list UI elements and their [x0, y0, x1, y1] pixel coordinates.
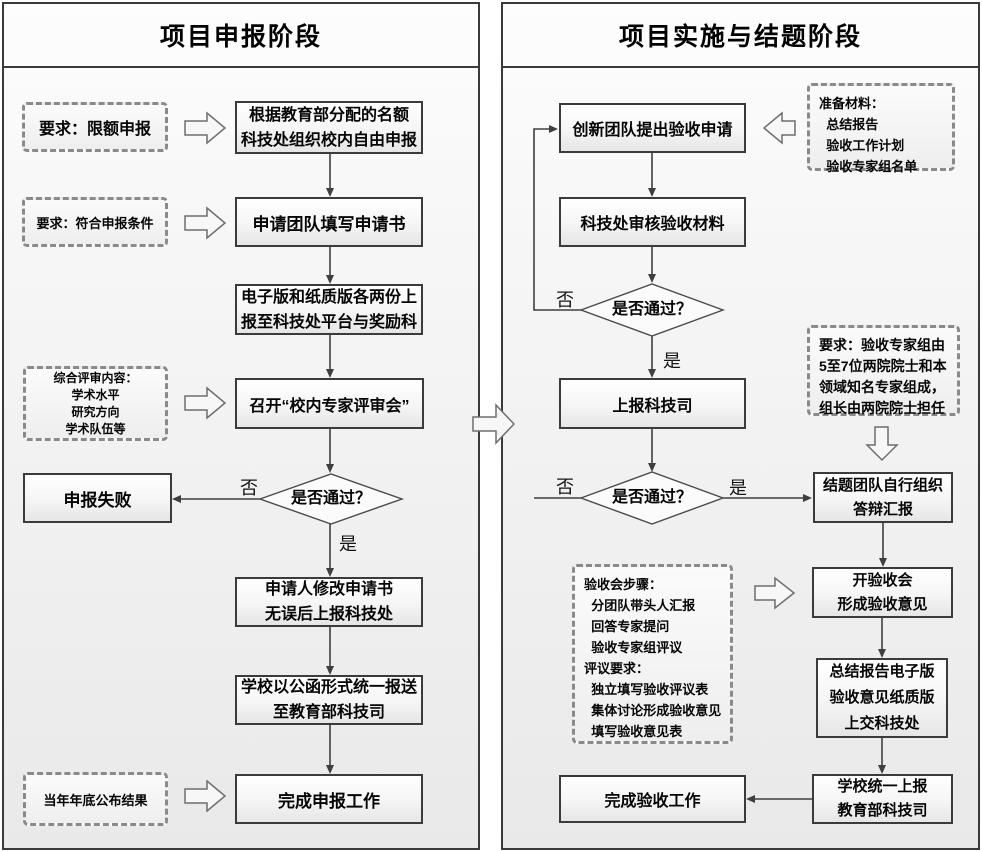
- edge-label-no: 否: [556, 477, 574, 497]
- step-quota-allocation: 根据教育部分配的名额 科技处组织校内自由申报: [235, 101, 423, 154]
- step-application-failed: 申报失败: [23, 473, 172, 523]
- edge-label-yes: 是: [339, 534, 357, 554]
- step-defense-presentation: 结题团队自行组织 答辩汇报: [813, 472, 953, 523]
- note-condition-requirement: 要求：符合申报条件: [22, 197, 168, 247]
- note-preparation-materials: 准备材料： 总结报告 验收工作计划 验收专家组名单: [807, 83, 955, 174]
- implementation-phase-title: 项目实施与结题阶段: [503, 4, 978, 68]
- edge-label-yes: 是: [663, 351, 681, 371]
- step-acceptance-complete: 完成验收工作: [559, 775, 746, 823]
- application-phase-title: 项目申报阶段: [4, 4, 478, 68]
- step-expert-review-meeting: 召开“校内专家评审会”: [235, 378, 424, 429]
- step-fill-application: 申请团队填写申请书: [235, 197, 423, 247]
- edge-label-no: 否: [240, 478, 258, 498]
- note-acceptance-meeting-steps: 验收会步骤： 分团队带头人汇报 回答专家提问 验收专家组评议 评议要求： 独立填…: [572, 564, 733, 744]
- decision-application-pass-label: 是否通过？: [290, 490, 371, 507]
- note-quota-requirement: 要求：限额申报: [22, 102, 168, 152]
- edge-label-no: 否: [556, 290, 574, 310]
- step-submit-copies: 电子版和纸质版各两份上 报至科技处平台与奖励科: [235, 284, 423, 335]
- step-school-report: 学校统一上报 教育部科技司: [812, 774, 953, 824]
- step-review-materials: 科技处审核验收材料: [559, 197, 746, 247]
- step-application-complete: 完成申报工作: [235, 774, 423, 824]
- step-submit-report-docs: 总结报告电子版 验收意见纸质版 上交科技处: [816, 658, 948, 738]
- step-revise-application: 申请人修改申请书 无误后上报科技处: [235, 577, 423, 627]
- edge-label-yes: 是: [729, 478, 747, 498]
- note-result-announcement: 当年年底公布结果: [23, 772, 168, 826]
- step-report-sti-department: 上报科技司: [559, 378, 746, 429]
- step-acceptance-request: 创新团队提出验收申请: [559, 103, 746, 153]
- note-review-content: 综合评审内容： 学术水平 研究方向 学术队伍等: [23, 366, 168, 441]
- decision-department-pass-label: 是否通过？: [611, 489, 692, 506]
- decision-materials-pass-label: 是否通过？: [611, 301, 692, 318]
- step-acceptance-meeting: 开验收会 形成验收意见: [812, 567, 953, 618]
- note-expert-group-requirement: 要求：验收专家组由 5至7位两院院士和本 领域知名专家组成， 组长由两院院士担任: [807, 325, 960, 416]
- step-official-submission: 学校以公函形式统一报送 至教育部科技司: [235, 675, 423, 725]
